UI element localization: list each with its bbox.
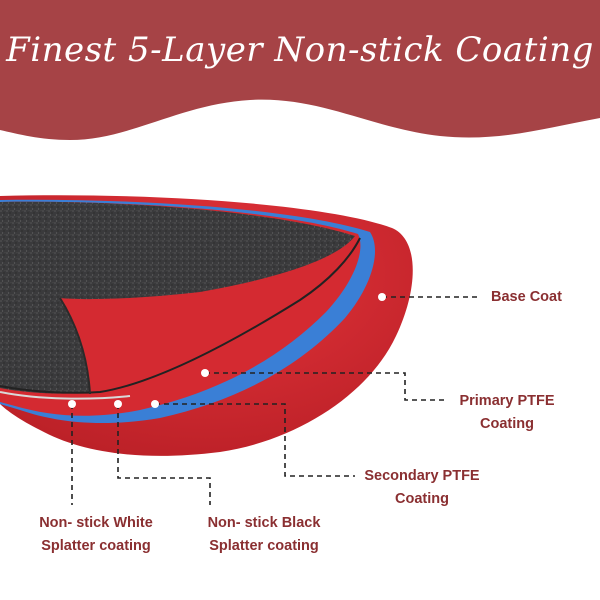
primary-ptfe-label-line2: Coating (480, 416, 534, 432)
page-title: Finest 5-Layer Non-stick Coating (6, 30, 594, 70)
primary-ptfe-label: Primary PTFE Coating (458, 390, 556, 436)
black-splatter-label: Non- stick Black Splatter coating (198, 512, 330, 558)
primary-ptfe-leader (205, 372, 448, 401)
white-splatter-label-line1: Non- stick White (39, 515, 153, 531)
white-splatter-band (0, 391, 131, 400)
layer-edge-inner (59, 297, 91, 395)
black-splatter-leader (117, 404, 211, 505)
secondary-ptfe-label: Secondary PTFE Coating (362, 465, 482, 511)
white-splatter-label: Non- stick White Splatter coating (30, 512, 162, 558)
secondary-ptfe-label-line2: Coating (395, 491, 449, 507)
title-banner (0, 0, 600, 140)
primary-ptfe-marker (201, 369, 209, 377)
non-stick-surface-layer (0, 201, 355, 394)
black-splatter-label-line2: Splatter coating (209, 538, 319, 554)
white-splatter-label-line2: Splatter coating (41, 538, 151, 554)
black-splatter-label-line1: Non- stick Black (207, 515, 321, 531)
base-coat-label: Base Coat (491, 286, 562, 309)
white-splatter-marker (68, 400, 76, 408)
primary-ptfe-label-line1: Primary PTFE (459, 393, 555, 409)
base-coat-label-line1: Base Coat (491, 289, 562, 305)
base-coat-marker (378, 293, 386, 301)
secondary-ptfe-marker (151, 400, 159, 408)
banner-shape (0, 0, 600, 140)
secondary-ptfe-leader (155, 403, 355, 477)
layer-edge (0, 237, 361, 394)
black-splatter-marker (114, 400, 122, 408)
secondary-ptfe-label-line1: Secondary PTFE (364, 468, 480, 484)
